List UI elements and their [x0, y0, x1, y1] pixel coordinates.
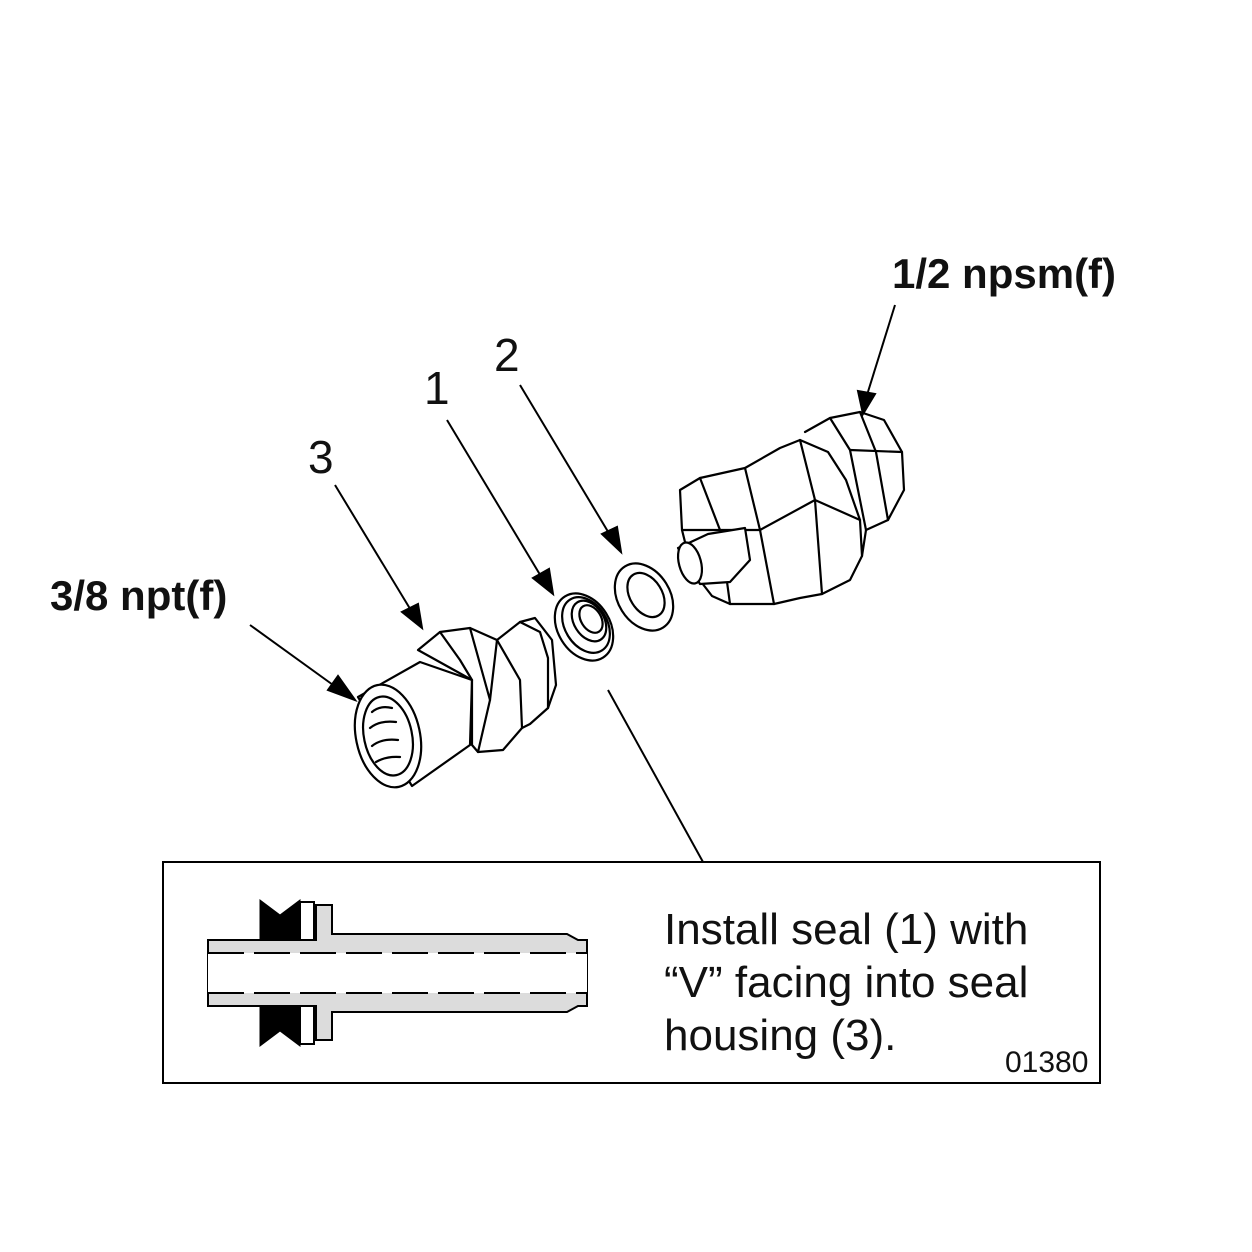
leader-part-2: [519, 384, 611, 536]
leader-to-inset: [607, 689, 704, 863]
arrow-part-2: [600, 525, 623, 555]
outlet-thread-label: 1/2 npsm(f): [892, 250, 1117, 297]
leader-outlet-thread: [866, 304, 896, 396]
instruction-line-3: housing (3).: [664, 1011, 897, 1060]
inlet-thread-label: 3/8 npt(f): [50, 572, 228, 619]
instruction-line-2: “V” facing into seal: [664, 958, 1029, 1007]
detail-inset-box: [162, 861, 1101, 1084]
arrow-part-1: [531, 567, 555, 597]
inset-instruction: Install seal (1) with “V” facing into se…: [664, 903, 1028, 1062]
arrow-inlet-thread: [326, 674, 358, 703]
part-number-3: 3: [308, 431, 334, 483]
part-number-2: 2: [494, 329, 520, 381]
seal-cross-section: [207, 899, 588, 1047]
figure-id: 01380: [1005, 1046, 1089, 1079]
swivel-fitting: [676, 410, 906, 606]
v-seal-part-1: [553, 592, 615, 662]
seal-housing-part-3: [353, 616, 558, 789]
arrow-outlet-thread: [856, 389, 877, 417]
leader-inlet-thread: [249, 624, 341, 691]
arrow-part-3: [400, 602, 424, 631]
leader-part-3: [334, 484, 413, 613]
washer-part-2: [613, 562, 675, 632]
instruction-line-1: Install seal (1) with: [664, 905, 1029, 954]
part-number-1: 1: [424, 362, 450, 414]
leader-part-1: [446, 419, 543, 579]
